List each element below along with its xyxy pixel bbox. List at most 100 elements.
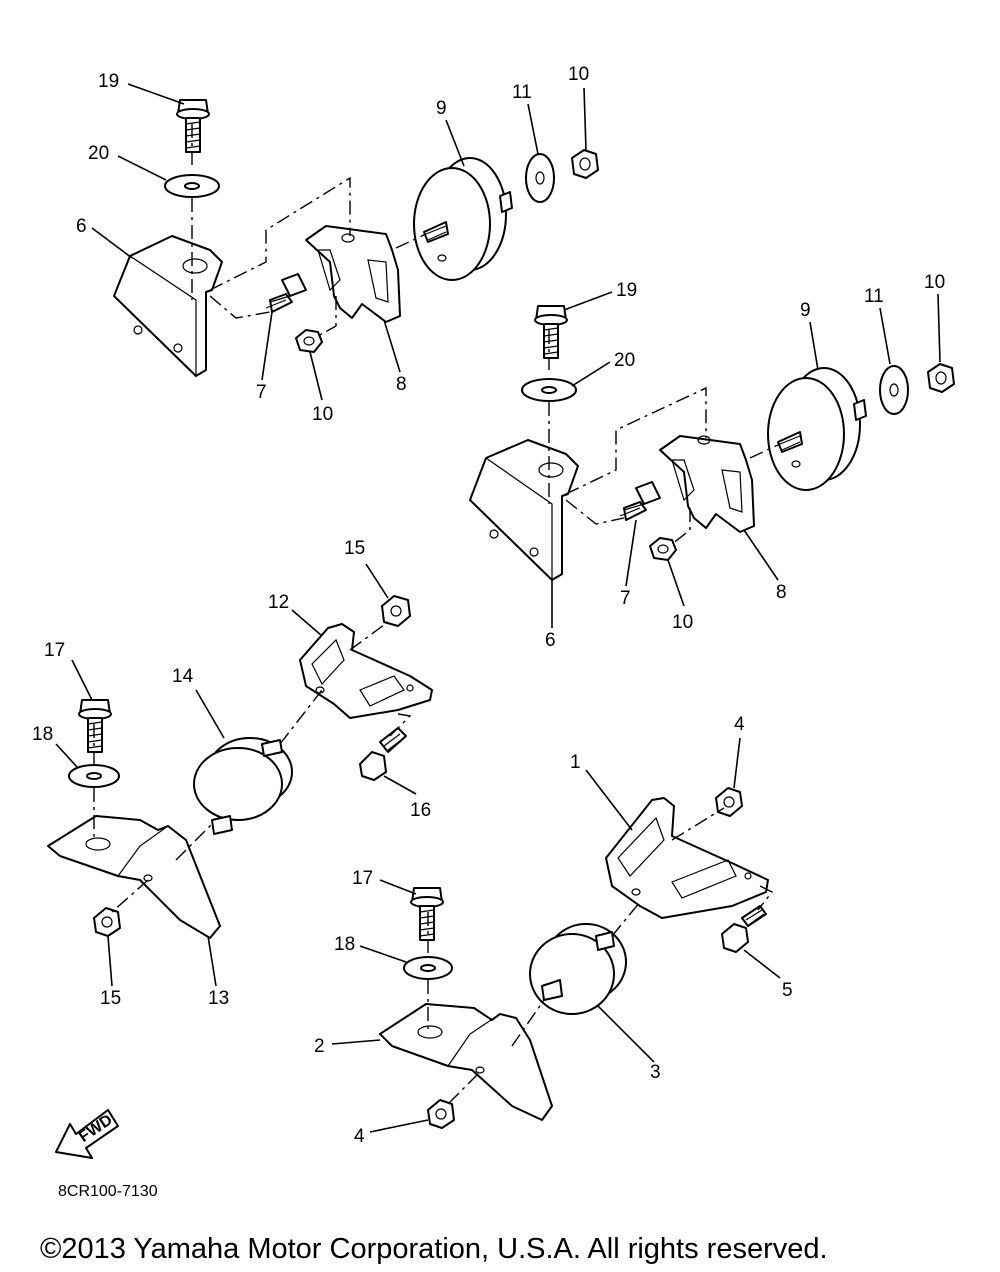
callout-19: 19 [616,280,637,301]
callout-7: 7 [256,382,267,403]
part-18-washer [68,764,120,788]
callout-10: 10 [924,272,945,293]
leader-line [743,529,779,581]
callout-10: 10 [672,612,693,633]
leader-line [383,319,401,373]
leader-line [743,949,781,979]
leader-line [359,945,407,963]
part-15b-nut [93,907,121,937]
callout-8: 8 [396,374,407,395]
leader-line [809,321,819,371]
drawing-code: 8CR100-7130 [58,1183,158,1200]
leader-line [527,103,539,155]
part-9-rubber-mount [767,367,867,491]
assembly-top-right [469,291,955,628]
part-9-rubber-mount [413,157,513,281]
callout-20: 20 [614,350,635,371]
part-2-bracket [379,1003,553,1121]
callout-5: 5 [782,980,793,1001]
assembly-middle-left [47,563,433,987]
assembly-line [395,233,427,249]
part-1-bracket [605,797,769,919]
callout-3: 3 [650,1062,661,1083]
assembly-bottom-right [331,737,781,1133]
part-11-washer [525,153,555,203]
callout-10: 10 [568,64,589,85]
callout-11: 11 [864,286,884,307]
leader-line [667,559,685,607]
leader-line [117,155,167,181]
assembly-line [757,885,774,911]
callout-18: 18 [32,724,53,745]
leader-line [383,775,417,795]
part-11-washer [879,365,909,415]
assembly-line [671,807,725,841]
callout-9: 9 [436,98,447,119]
callout-9: 9 [800,300,811,321]
part-4-nut [715,787,743,817]
leader-line [379,879,417,895]
callout-12: 12 [268,592,289,613]
part-10b-nut [927,363,955,393]
part-15-nut [381,595,411,627]
part-10b-nut [571,149,599,179]
part-14-rubber-mount [193,737,293,835]
callout-15: 15 [344,538,365,559]
assembly-line [111,879,149,913]
callout-labels: 19 20 6 7 10 8 9 11 10 19 20 9 11 10 7 1… [32,64,945,1147]
part-19-bolt [534,305,568,359]
leader-line [365,563,389,599]
callout-17: 17 [44,640,65,661]
part-12-bracket [299,623,433,719]
part-17-bolt [78,699,112,753]
leader-line [71,659,93,701]
assembly-line [317,296,337,337]
leader-line [207,935,217,987]
callout-7: 7 [620,588,631,609]
part-19-bolt [176,99,210,153]
part-7-bolt [265,273,307,313]
assembly-line [209,176,351,291]
callout-6: 6 [76,216,87,237]
leader-line [91,227,133,259]
assembly-line [511,999,545,1047]
leader-line [583,87,587,151]
leader-line [309,351,323,401]
part-8-bracket [659,435,755,533]
assembly-top-left [91,83,599,401]
leader-line [331,1039,381,1045]
part-3-rubber-mount [529,923,627,1015]
copyright-notice: ©2013 Yamaha Motor Corporation, U.S.A. A… [40,1233,828,1265]
leader-line [107,935,113,987]
leader-line [585,769,633,831]
assembly-line [565,386,707,495]
assembly-line [279,689,323,745]
assembly-line [565,499,625,525]
part-5-bolt [721,905,767,953]
fwd-arrow-icon: FWD [55,1109,119,1159]
leader-line [127,83,185,105]
callout-4: 4 [354,1126,365,1147]
callout-8: 8 [776,582,787,603]
leader-line [733,737,741,789]
leader-line [291,609,323,637]
callout-10: 10 [312,404,333,425]
callout-18: 18 [334,934,355,955]
leader-line [369,1119,429,1133]
part-6-bracket [469,439,579,582]
part-17b-bolt [410,887,444,941]
part-20-washer [164,174,220,198]
callout-17: 17 [352,868,373,889]
leader-line [571,361,611,387]
part-7-bolt [619,481,661,521]
callout-20: 20 [88,143,109,164]
part-8-bracket [305,225,401,323]
leader-line [879,307,891,365]
leader-line [445,119,465,167]
leader-line [625,519,637,587]
assembly-line [749,443,781,459]
assembly-line [611,901,641,937]
part-10-nut [295,329,323,353]
callout-19: 19 [98,71,119,92]
